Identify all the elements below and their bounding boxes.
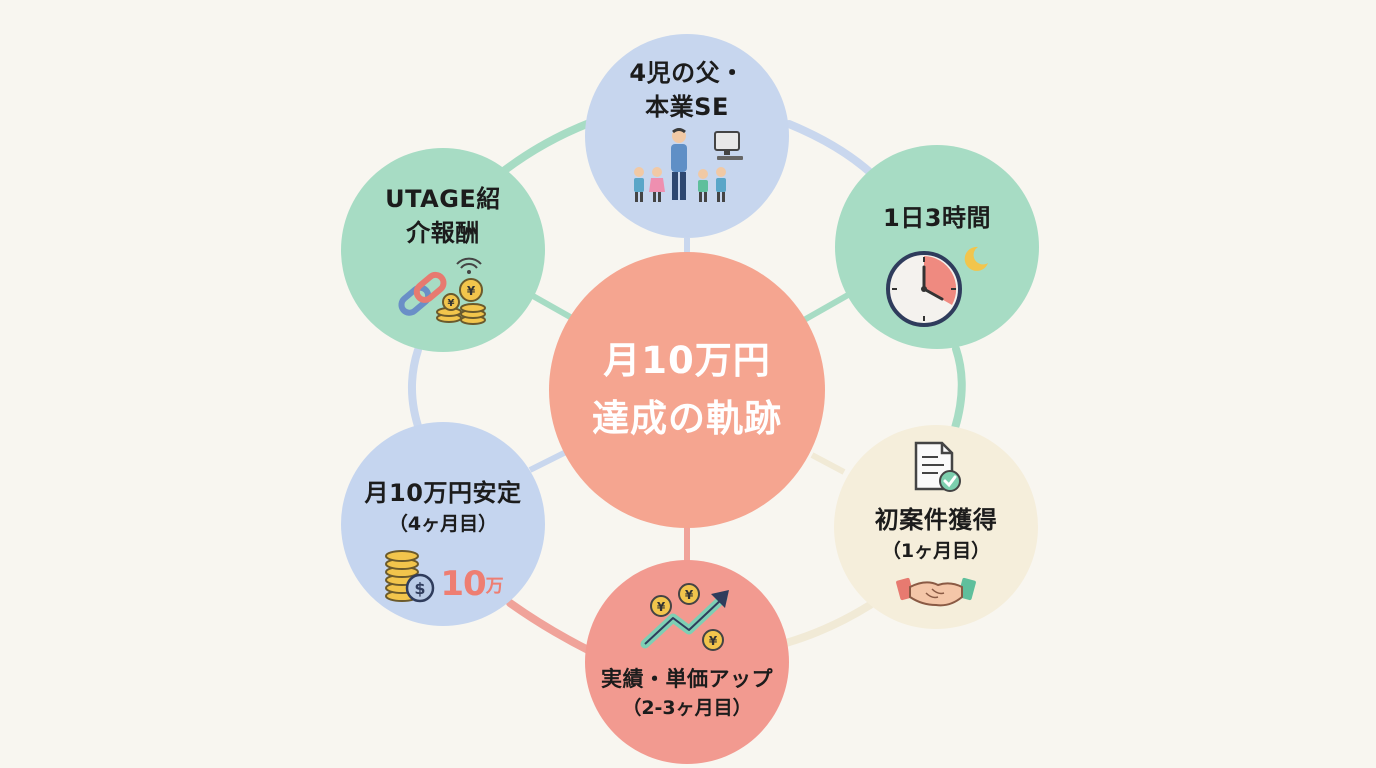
node-stable-income: 月10万円安定 （4ヶ月目） $ 10 万 [341, 422, 545, 626]
handshake-icon [896, 577, 976, 607]
growth-period: （2-3ヶ月目） [622, 697, 752, 719]
link-and-yen-coins-icon: ¥ ¥ [398, 257, 486, 325]
spoke-first [810, 452, 846, 475]
svg-text:¥: ¥ [657, 600, 666, 614]
clock-with-moon-icon [886, 246, 988, 327]
node-first-project: 初案件獲得 （1ヶ月目） [834, 425, 1038, 629]
spoke-stable [528, 447, 572, 473]
svg-text:¥: ¥ [709, 634, 718, 648]
utage-label-line1: UTAGE紹 [385, 185, 501, 213]
time-label: 1日3時間 [883, 204, 991, 232]
father-label-line2: 本業SE [645, 93, 729, 121]
spoke-time [802, 292, 850, 323]
svg-text:¥: ¥ [448, 298, 455, 309]
svg-text:¥: ¥ [467, 284, 476, 298]
ring-time-first [951, 345, 966, 432]
coin-stack-icon: $ [385, 550, 435, 603]
father-label-line1: 4児の父・ [629, 59, 745, 87]
stable-label: 月10万円安定 [364, 479, 522, 507]
family-with-computer-icon [634, 128, 743, 202]
node-growth-rate-up: ¥ ¥ ¥ 実績・単価アップ （2-3ヶ月目） [585, 560, 789, 764]
svg-text:$: $ [415, 579, 426, 598]
ring-growth-stable [506, 599, 596, 656]
node-utage-referral: UTAGE紹 介報酬 ¥ ¥ [341, 148, 545, 352]
stable-badge: $ 10 万 [382, 548, 504, 604]
ring-utage-father [501, 118, 596, 174]
yen-coins-rising-arrow-icon: ¥ ¥ ¥ [640, 583, 729, 651]
center-title-line2: 達成の軌跡 [592, 397, 782, 440]
ring-father-time [785, 120, 876, 178]
node-daily-hours: 1日3時間 [835, 145, 1039, 349]
stable-badge-unit: 万 [485, 576, 504, 597]
utage-label-line2: 介報酬 [406, 219, 480, 247]
stable-period: （4ヶ月目） [388, 513, 498, 535]
document-check-icon [914, 441, 961, 492]
spoke-utage [531, 293, 574, 321]
growth-label: 実績・単価アップ [601, 667, 773, 691]
svg-text:¥: ¥ [685, 588, 694, 602]
stable-badge-number: 10 [440, 564, 486, 604]
first-project-period: （1ヶ月目） [881, 540, 991, 562]
node-father-se: 4児の父・ 本業SE [585, 34, 789, 238]
ring-stable-utage [408, 346, 424, 436]
ring-first-growth [782, 601, 874, 647]
center-title-line1: 月10万円 [603, 339, 771, 382]
first-project-label: 初案件獲得 [874, 506, 998, 534]
center-goal-circle: 月10万円 達成の軌跡 [549, 252, 825, 528]
